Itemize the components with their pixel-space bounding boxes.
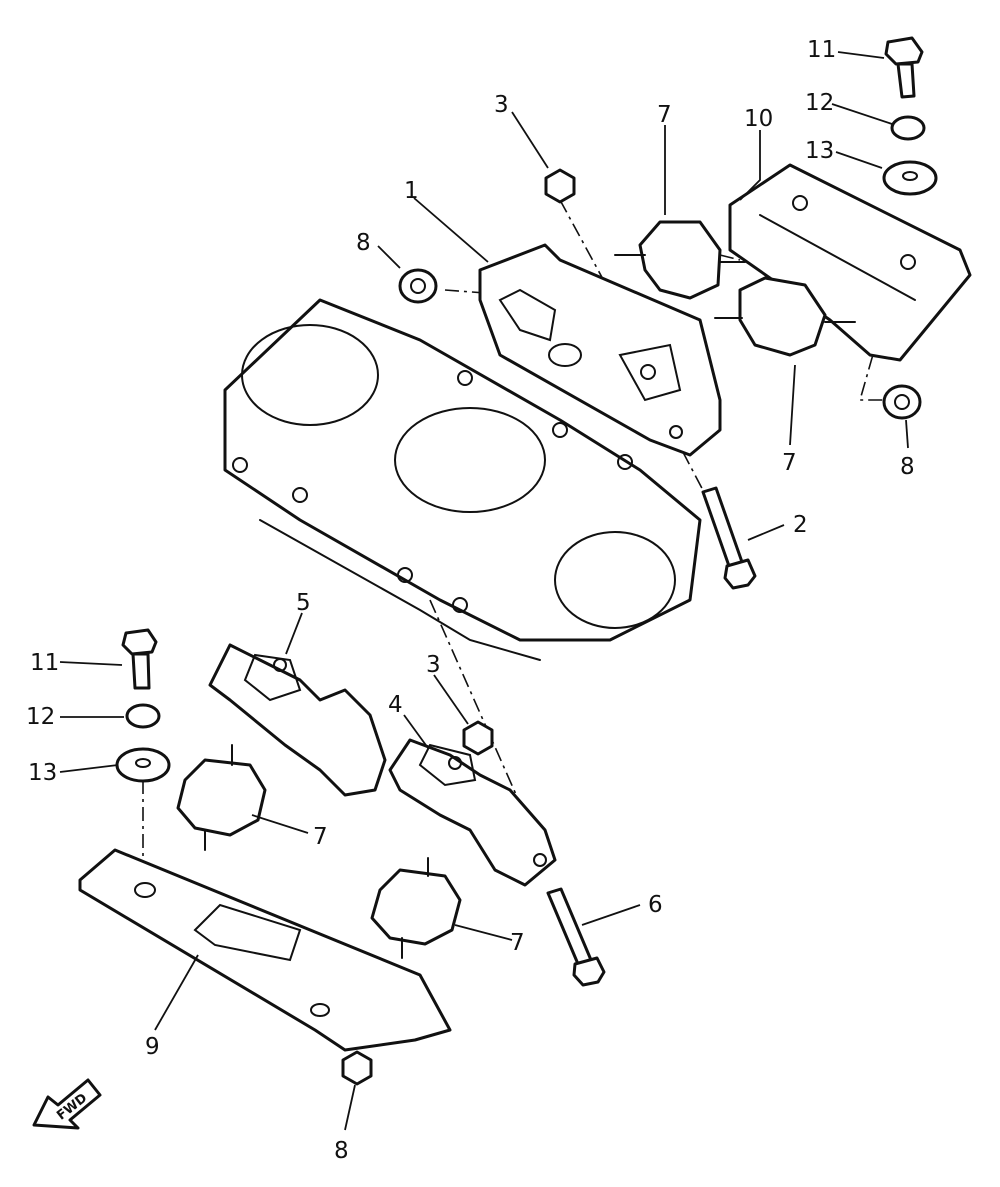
callout-12-top: 12 [805, 90, 834, 116]
callout-8-left: 8 [356, 230, 371, 256]
callout-12-left: 12 [26, 704, 55, 730]
forward-arrow-icon: FWD [32, 1078, 102, 1130]
hex-bolt-left [121, 628, 158, 690]
lock-washer-12-top [890, 115, 926, 141]
callout-6: 6 [648, 892, 663, 918]
leader-lines [59, 51, 909, 1131]
lower-mount-plate [78, 848, 452, 1052]
upper-mount-plate [728, 163, 972, 362]
cylinder-block [223, 298, 702, 661]
rubber-mount-lower-right [370, 857, 462, 959]
nut-3-top [544, 168, 576, 204]
callout-11-top: 11 [807, 37, 836, 63]
callout-4: 4 [388, 692, 403, 718]
callout-labels: 11 12 13 10 7 3 1 8 7 8 2 5 11 12 13 3 4… [26, 37, 915, 1164]
flat-washer-13-top [882, 160, 938, 196]
hex-bolt-top-right [884, 36, 924, 99]
lower-bracket-front [208, 643, 387, 797]
callout-7-top: 7 [657, 102, 672, 128]
nut-3-mid [462, 720, 494, 756]
callout-11-left: 11 [30, 650, 59, 676]
callout-9: 9 [145, 1034, 160, 1060]
callout-8-bottom: 8 [334, 1138, 349, 1164]
rubber-mount-upper-b [714, 276, 856, 357]
upper-engine-bracket [478, 243, 722, 457]
callout-7-mid: 7 [782, 450, 797, 476]
flat-washer-13-left [115, 747, 171, 783]
callout-5: 5 [296, 590, 311, 616]
rubber-mount-lower-left [176, 744, 267, 851]
callout-13-left: 13 [28, 760, 57, 786]
callout-10: 10 [744, 106, 773, 132]
callout-3-mid: 3 [426, 652, 441, 678]
flange-nut-8-bottom [341, 1050, 373, 1086]
callout-7-low-right: 7 [510, 930, 525, 956]
lower-bracket-rear [388, 738, 557, 887]
callout-13-top: 13 [805, 138, 834, 164]
callout-7-low-left: 7 [313, 824, 328, 850]
lock-washer-12-left [125, 703, 161, 729]
callout-2: 2 [793, 512, 808, 538]
long-bolt-6 [546, 887, 606, 987]
callout-1: 1 [404, 178, 419, 204]
flange-nut-8-right [882, 384, 922, 420]
rubber-mount-upper-a [614, 220, 746, 300]
callout-8-right: 8 [900, 454, 915, 480]
callout-3-top: 3 [494, 92, 509, 118]
flange-nut-8-left [398, 268, 438, 304]
long-bolt-2 [701, 486, 757, 590]
